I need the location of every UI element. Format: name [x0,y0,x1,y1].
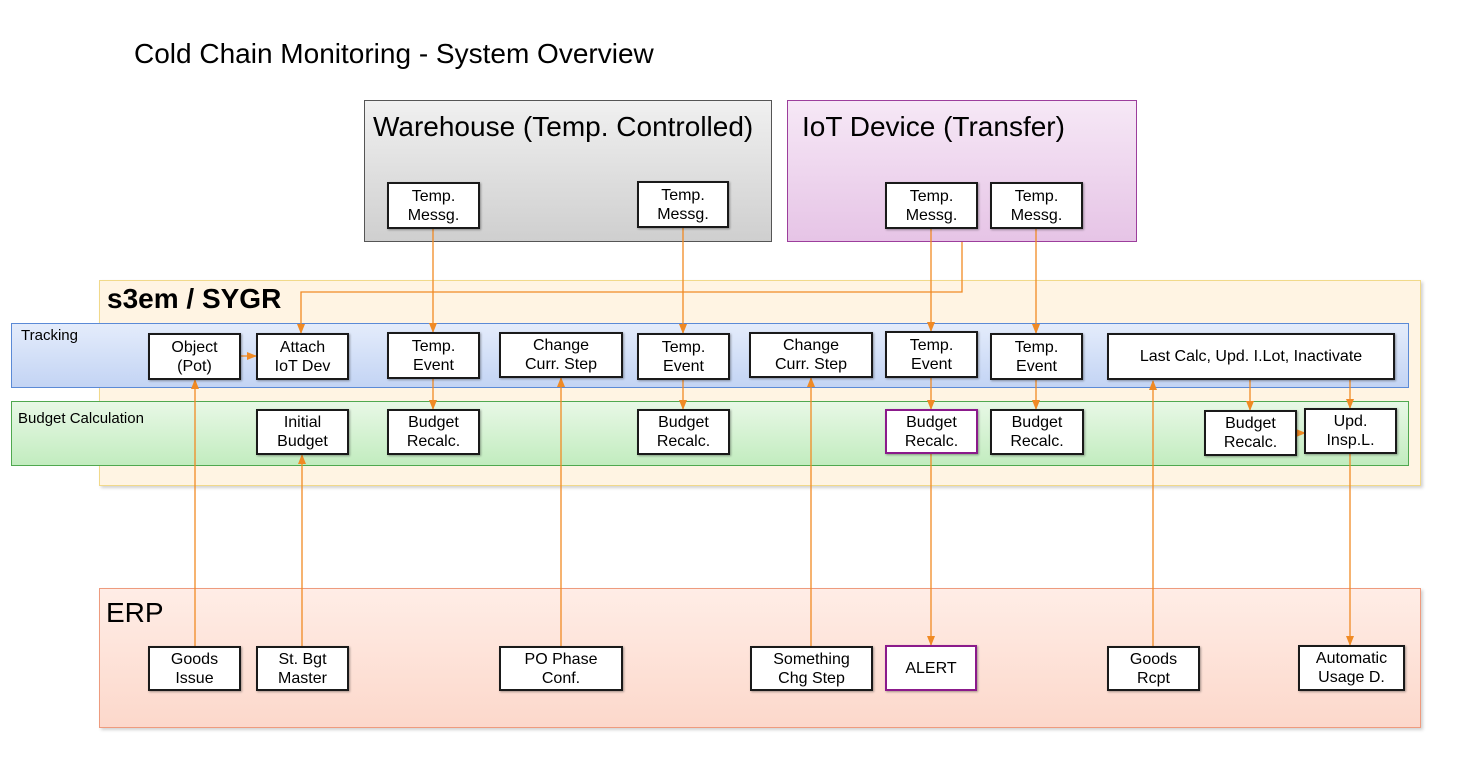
warehouse-temp-message-2: Temp. Messg. [637,181,729,228]
s3em-title: s3em / SYGR [107,283,282,314]
budget-recalc-node-4: Budget Recalc. [990,409,1084,455]
warehouse-temp-message-1: Temp. Messg. [387,182,480,229]
object-pot-node: Object (Pot) [148,333,241,380]
standard-budget-master-node: St. Bgt Master [256,646,349,691]
budget-recalc-node-5: Budget Recalc. [1204,410,1297,456]
budget-recalc-node-2: Budget Recalc. [637,409,730,455]
connector-iot-attach [297,242,963,334]
automatic-usage-decision-node: Automatic Usage D. [1298,645,1405,691]
erp-title: ERP [106,597,164,628]
iot-temp-message-1: Temp. Messg. [885,182,978,229]
budget-recalc-node-3: Budget Recalc. [885,409,978,454]
temp-event-node-4: Temp. Event [990,333,1083,380]
goods-issue-node: Goods Issue [148,646,241,691]
iot-device-title: IoT Device (Transfer) [802,111,1065,142]
update-inspection-lot-node: Upd. Insp.L. [1304,408,1397,454]
temp-event-node-1: Temp. Event [387,332,480,379]
change-current-step-node-1: Change Curr. Step [499,332,623,378]
page-title: Cold Chain Monitoring - System Overview [134,38,654,69]
goods-receipt-node: Goods Rcpt [1107,646,1200,691]
temp-event-node-3: Temp. Event [885,331,978,378]
po-phase-confirmation-node: PO Phase Conf. [499,646,623,691]
temp-event-node-2: Temp. Event [637,333,730,380]
initial-budget-node: Initial Budget [256,409,349,455]
change-current-step-node-2: Change Curr. Step [749,332,873,378]
something-change-step-node: Something Chg Step [750,646,873,691]
iot-temp-message-2: Temp. Messg. [990,182,1083,229]
budget-calculation-title: Budget Calculation [18,410,144,427]
attach-iot-device-node: Attach IoT Dev [256,333,349,380]
alert-node: ALERT [885,645,977,691]
budget-recalc-node-1: Budget Recalc. [387,409,480,455]
last-calc-node: Last Calc, Upd. I.Lot, Inactivate [1107,333,1395,380]
tracking-title: Tracking [21,327,78,344]
warehouse-title: Warehouse (Temp. Controlled) [373,111,754,142]
